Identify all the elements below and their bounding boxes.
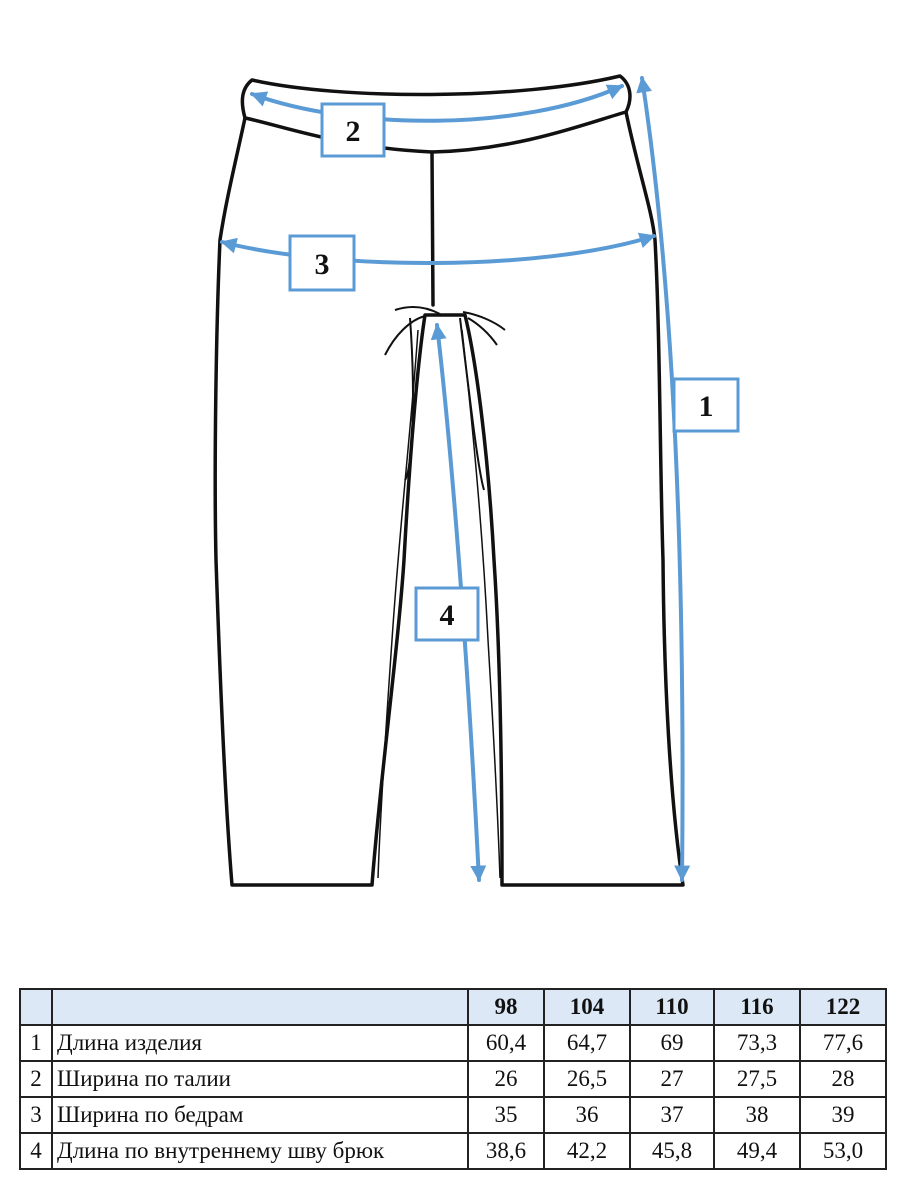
row-value: 28 bbox=[799, 1060, 887, 1098]
header-size: 110 bbox=[629, 988, 715, 1026]
table-row: 1 Длина изделия 60,4 64,7 69 73,3 77,6 bbox=[19, 1024, 887, 1062]
header-size: 116 bbox=[713, 988, 801, 1026]
arrow-hips bbox=[220, 232, 656, 265]
row-index: 3 bbox=[19, 1096, 53, 1134]
measurement-arrows bbox=[220, 76, 691, 882]
pants-outline bbox=[213, 74, 685, 887]
arrow-waist bbox=[250, 84, 624, 123]
table-row: 3 Ширина по бедрам 35 36 37 38 39 bbox=[19, 1096, 887, 1134]
row-value: 37 bbox=[629, 1096, 715, 1134]
row-value: 36 bbox=[543, 1096, 631, 1134]
row-value: 73,3 bbox=[713, 1024, 801, 1062]
row-value: 39 bbox=[799, 1096, 887, 1134]
row-value: 35 bbox=[467, 1096, 545, 1134]
row-value: 26,5 bbox=[543, 1060, 631, 1098]
header-size: 98 bbox=[467, 988, 545, 1026]
waistband-edge bbox=[243, 110, 628, 154]
row-index: 2 bbox=[19, 1060, 53, 1098]
pants-silhouette bbox=[213, 74, 685, 887]
row-value: 69 bbox=[629, 1024, 715, 1062]
header-blank-index bbox=[19, 988, 53, 1026]
header-blank-label bbox=[51, 988, 469, 1026]
size-table: 98 104 110 116 122 1 Длина изделия 60,4 … bbox=[19, 988, 887, 1170]
callout-2-label: 2 bbox=[346, 115, 361, 148]
row-label: Длина изделия bbox=[51, 1024, 469, 1062]
row-value: 27 bbox=[629, 1060, 715, 1098]
callout-3-label: 3 bbox=[315, 248, 330, 281]
callout-boxes: 1 2 3 4 bbox=[288, 102, 740, 642]
callout-4-label: 4 bbox=[440, 599, 455, 632]
callout-3: 3 bbox=[288, 234, 356, 292]
pants-measurement-diagram: 1 2 3 4 bbox=[213, 74, 740, 887]
row-index: 4 bbox=[19, 1132, 53, 1170]
row-value: 42,2 bbox=[543, 1132, 631, 1170]
row-value: 60,4 bbox=[467, 1024, 545, 1062]
header-size: 122 bbox=[799, 988, 887, 1026]
row-value: 26 bbox=[467, 1060, 545, 1098]
row-value: 53,0 bbox=[799, 1132, 887, 1170]
table-row: 4 Длина по внутреннему шву брюк 38,6 42,… bbox=[19, 1132, 887, 1170]
row-value: 38 bbox=[713, 1096, 801, 1134]
table-row: 2 Ширина по талии 26 26,5 27 27,5 28 bbox=[19, 1060, 887, 1098]
row-value: 77,6 bbox=[799, 1024, 887, 1062]
row-value: 64,7 bbox=[543, 1024, 631, 1062]
callout-4: 4 bbox=[414, 586, 480, 642]
row-value: 27,5 bbox=[713, 1060, 801, 1098]
row-value: 45,8 bbox=[629, 1132, 715, 1170]
row-value: 38,6 bbox=[467, 1132, 545, 1170]
row-label: Ширина по талии bbox=[51, 1060, 469, 1098]
row-label: Длина по внутреннему шву брюк bbox=[51, 1132, 469, 1170]
callout-2: 2 bbox=[320, 102, 386, 158]
row-label: Ширина по бедрам bbox=[51, 1096, 469, 1134]
row-value: 49,4 bbox=[713, 1132, 801, 1170]
center-seam bbox=[430, 150, 435, 307]
table-header-row: 98 104 110 116 122 bbox=[19, 988, 887, 1026]
callout-1-label: 1 bbox=[699, 390, 714, 423]
callout-1: 1 bbox=[672, 377, 740, 433]
row-index: 1 bbox=[19, 1024, 53, 1062]
header-size: 104 bbox=[543, 988, 631, 1026]
